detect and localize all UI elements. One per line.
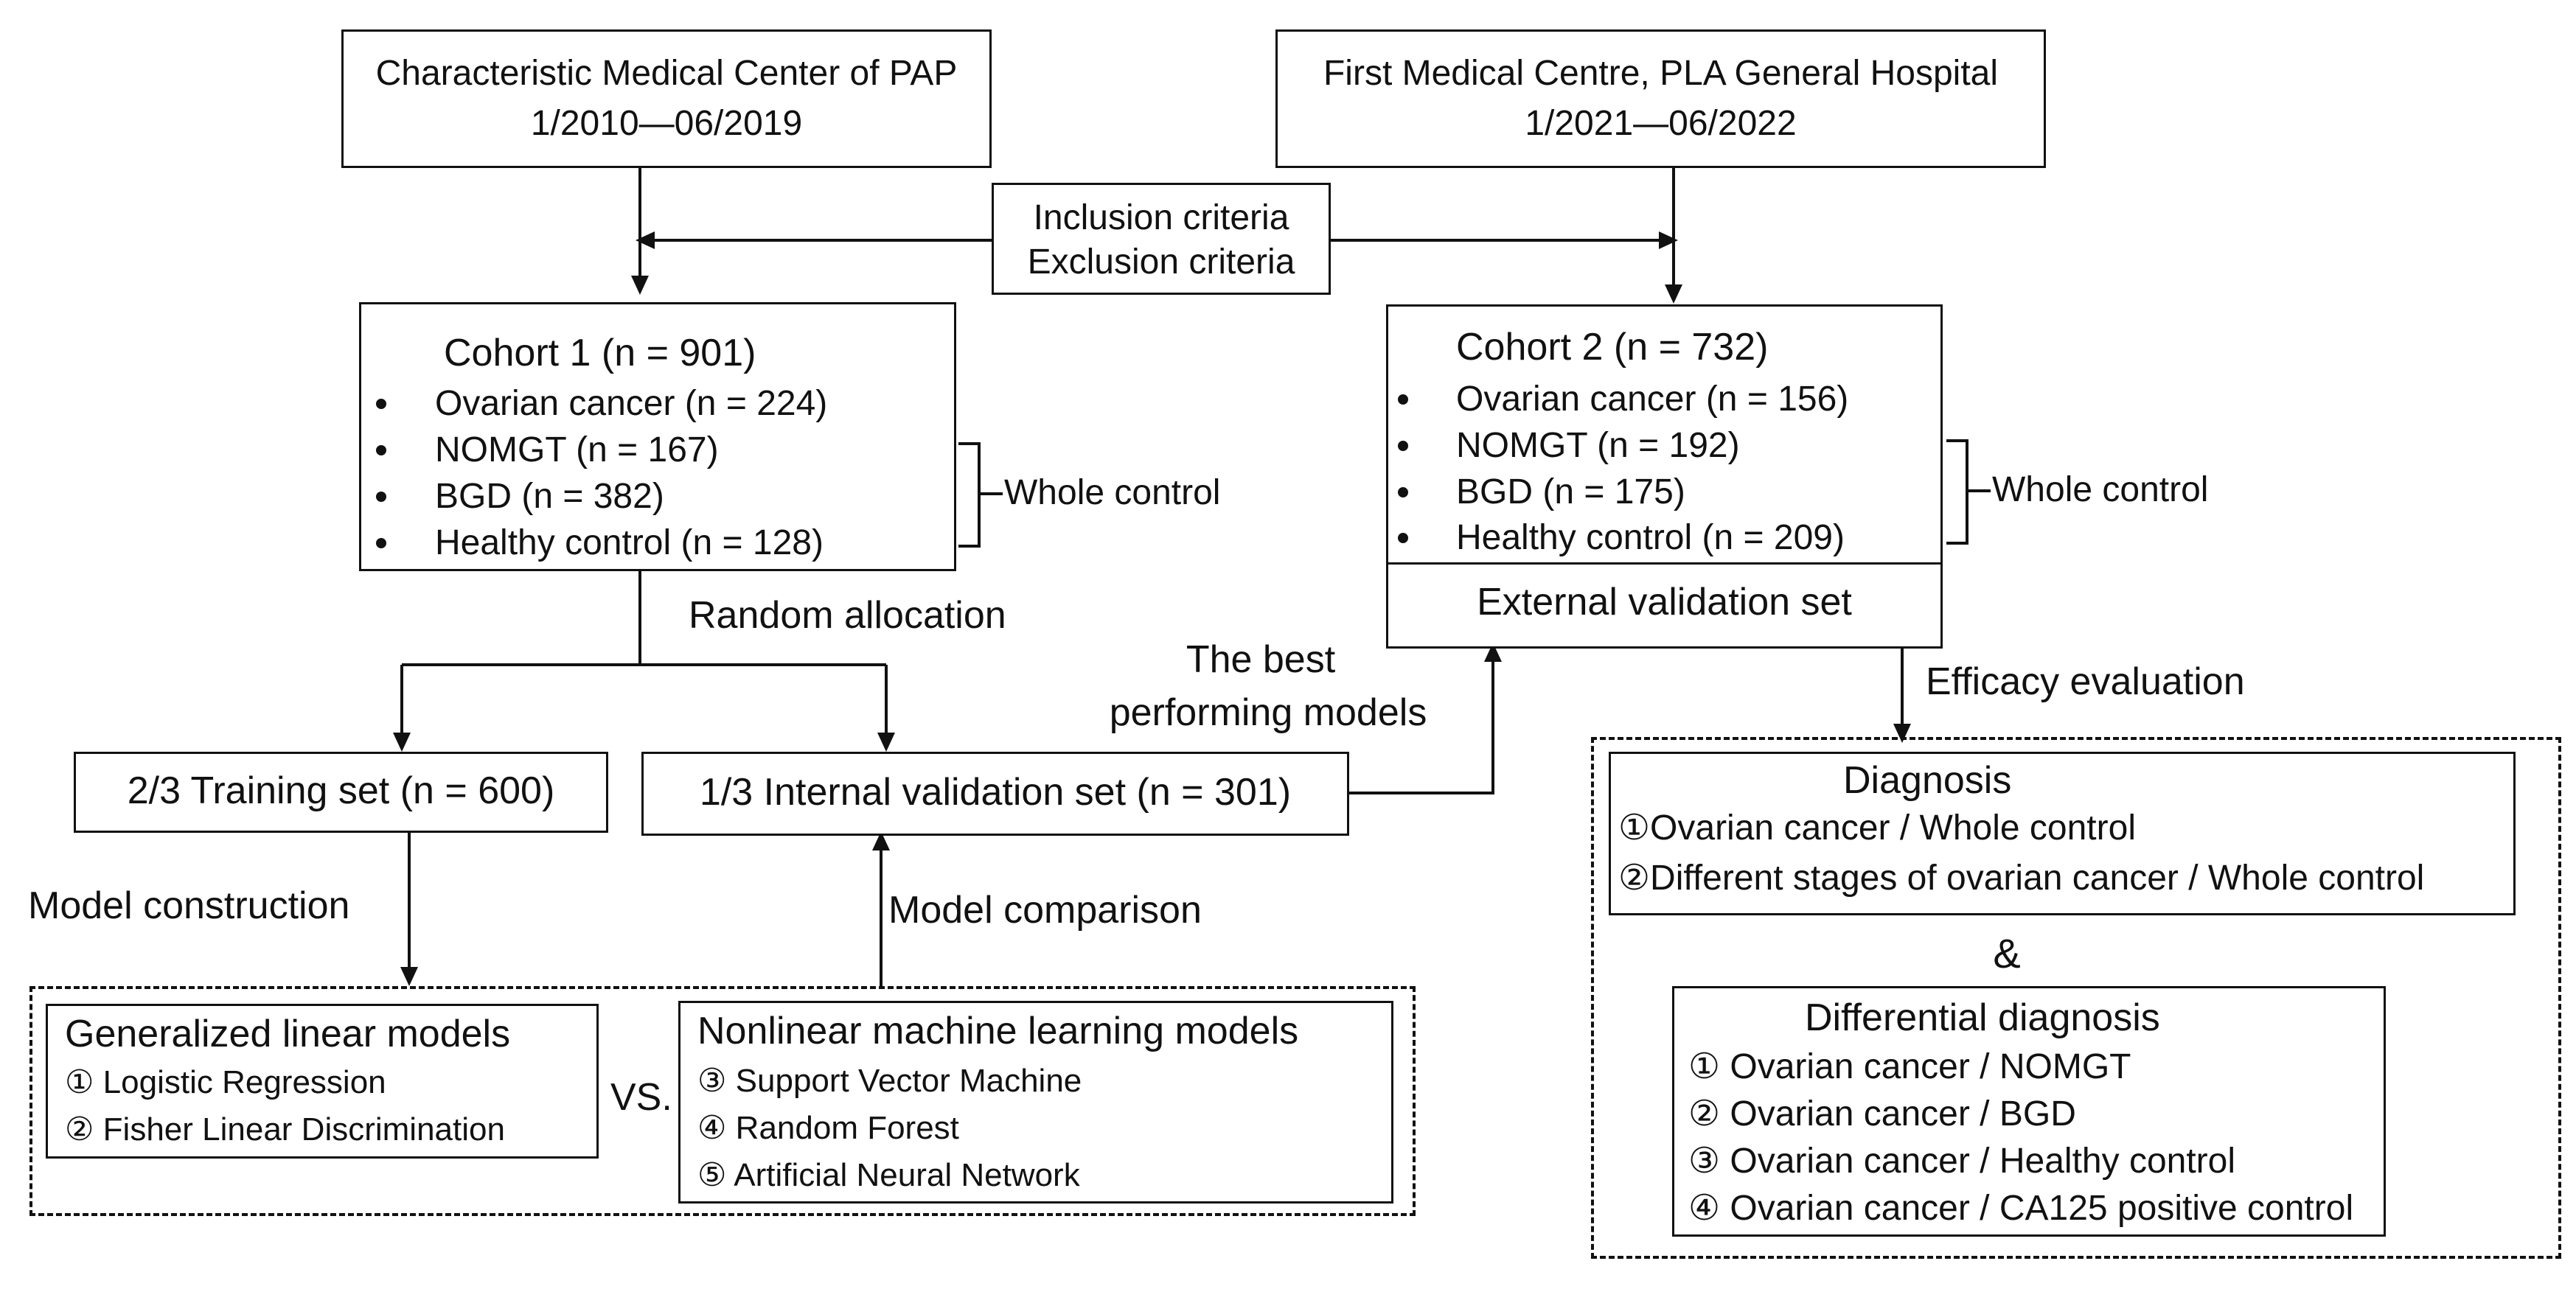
cohort1-title: Cohort 1 (n = 901) [444,332,756,374]
cohort1-item: Healthy control (n = 128) [435,523,824,562]
source-right-box [1275,29,2046,168]
training-set-label: 2/3 Training set (n = 600) [127,769,555,812]
differential-item: ④ Ovarian cancer / CA125 positive contro… [1688,1189,2354,1228]
models-dashed-frame [29,986,1416,1216]
cohort2-title: Cohort 2 (n = 732) [1456,326,1769,368]
criteria-box [992,183,1331,295]
external-validation-set: External validation set [1477,581,1852,623]
differential-diagnosis-title: Differential diagnosis [1805,996,2160,1039]
diagnosis-item: ②Different stages of ovarian cancer / Wh… [1618,859,2425,898]
cohort1-item: NOMGT (n = 167) [435,430,719,469]
exclusion-criteria: Exclusion criteria [1027,242,1295,282]
differential-item: ② Ovarian cancer / BGD [1688,1094,2076,1133]
cohort2-item: NOMGT (n = 192) [1456,426,1740,465]
source-right-title: First Medical Centre, PLA General Hospit… [1323,54,1999,93]
cohort1-box [359,302,956,571]
model-comparison-label: Model comparison [888,889,1202,932]
internal-validation-box [641,752,1349,836]
cohort1-item: Ovarian cancer (n = 224) [435,384,828,423]
cohort2-whole-control-bracket [1946,439,1968,545]
cohort2-item: BGD (n = 175) [1456,472,1685,511]
random-allocation-label: Random allocation [689,594,1006,637]
diagnosis-item: ①Ovarian cancer / Whole control [1618,808,2136,848]
cohort1-bullet [376,445,386,455]
cohort2-bullet [1398,394,1408,405]
efficacy-evaluation-label: Efficacy evaluation [1926,660,2245,703]
nonlinear-models-box [678,1001,1393,1204]
linear-model-item: ① Logistic Regression [65,1064,386,1100]
cohort1-whole-control-label: Whole control [1004,473,1221,512]
cohort2-bracket-tick [1968,489,1991,492]
cohort1-bullet [376,492,386,502]
arrow-internal-to-external [1349,649,1494,794]
vs-label: VS. [610,1076,672,1119]
differential-diagnosis-box [1672,986,2386,1237]
cohort1-item: BGD (n = 382) [435,477,664,516]
ampersand: & [1993,930,2021,977]
cohort2-item: Ovarian cancer (n = 156) [1456,380,1849,419]
source-left-dates: 1/2010—06/2019 [530,104,803,143]
cohort1-bullet [376,538,386,548]
best-models-label-line2: performing models [1109,691,1427,734]
cohort2-divider [1386,562,1943,565]
linear-models-box [46,1004,599,1159]
internal-validation-label: 1/3 Internal validation set (n = 301) [699,771,1292,814]
nonlinear-model-item: ⑤ Artificial Neural Network [697,1157,1080,1193]
linear-model-item: ② Fisher Linear Discrimination [65,1111,505,1147]
cohort2-item: Healthy control (n = 209) [1456,518,1845,557]
cohort2-bullet [1398,487,1408,497]
differential-item: ① Ovarian cancer / NOMGT [1688,1047,2131,1086]
cohort2-bullet [1398,533,1408,543]
source-right-dates: 1/2021—06/2022 [1525,104,1797,143]
cohort2-bullet [1398,441,1408,451]
model-construction-label: Model construction [28,884,350,927]
nonlinear-model-item: ④ Random Forest [697,1110,959,1146]
training-set-box [74,752,608,833]
source-left-title: Characteristic Medical Center of PAP [375,54,958,93]
differential-item: ③ Ovarian cancer / Healthy control [1688,1142,2236,1181]
cohort2-box [1386,304,1943,649]
cohort1-bullet [376,399,386,409]
cohort1-bracket-tick [981,492,1003,495]
nonlinear-model-item: ③ Support Vector Machine [697,1063,1082,1099]
best-models-label-line1: The best [1186,638,1336,681]
nonlinear-models-title: Nonlinear machine learning models [697,1010,1299,1052]
evaluation-dashed-frame [1591,737,2561,1259]
linear-models-title: Generalized linear models [65,1013,511,1055]
diagnosis-box [1609,752,2516,915]
inclusion-criteria: Inclusion criteria [1033,198,1289,237]
source-left-box [341,29,992,168]
diagnosis-title: Diagnosis [1843,759,2012,802]
cohort2-whole-control-label: Whole control [1992,470,2209,509]
cohort1-whole-control-bracket [958,442,981,548]
